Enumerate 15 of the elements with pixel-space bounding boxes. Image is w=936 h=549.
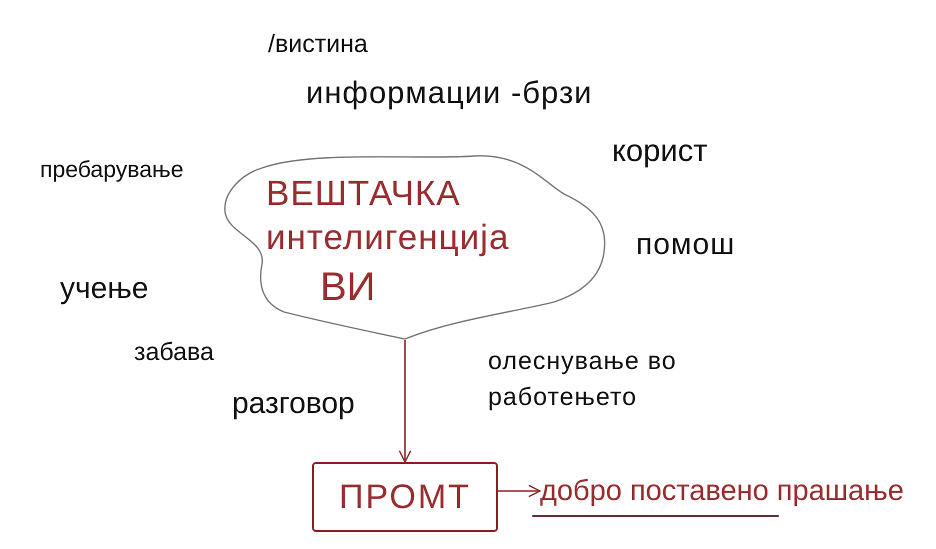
label-text: учење — [60, 271, 148, 307]
label-text: олеснување во работењето — [488, 346, 678, 413]
arrow — [398, 340, 412, 463]
arrow — [498, 484, 541, 498]
label-text: забава — [134, 337, 214, 368]
cloud-title: ВЕШТАЧКА интелигенција — [266, 173, 510, 259]
label-text: информации -брзи — [306, 74, 592, 112]
label-text: корист — [612, 132, 708, 170]
label-text: пребарување — [40, 155, 184, 184]
label-text: разговор — [232, 386, 355, 422]
label-text: помош — [636, 227, 736, 263]
result-text: добро поставено прашање — [540, 473, 904, 509]
label-text: /вистина — [268, 29, 368, 60]
cloud-abbreviation: ВИ — [320, 264, 376, 310]
prompt-box: ПРОМТ — [312, 462, 498, 532]
